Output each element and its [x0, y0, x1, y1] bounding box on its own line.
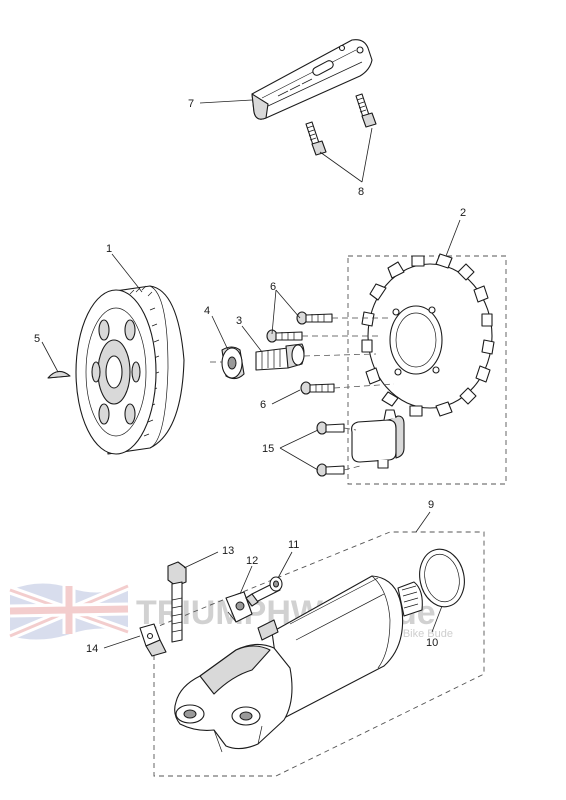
part-9-starter-motor [174, 575, 423, 753]
part-15-bolt-upper [316, 421, 345, 435]
callout-8: 8 [358, 186, 364, 198]
part-9-group-box [153, 531, 485, 777]
union-flag-logo [8, 581, 130, 641]
part-5-key [47, 370, 71, 379]
callout-12: 12 [246, 555, 258, 567]
callout-9: 9 [428, 499, 434, 511]
part-2-group-box [347, 255, 507, 485]
part-13-bolt [167, 561, 187, 643]
part-10-o-ring [419, 548, 465, 608]
part-6-bolt-bottom [300, 381, 335, 395]
part-14-bracket [139, 623, 167, 657]
part-2-stator [361, 253, 495, 417]
part-6-bolt-middle [266, 329, 303, 343]
part-15-pickup-sensor [351, 409, 405, 469]
part-11-nut [245, 576, 283, 607]
callouts: 7 8 2 1 6 4 3 5 6 15 9 10 11 12 13 14 [34, 98, 466, 655]
part-15-bolt-lower [316, 463, 345, 477]
callout-15: 15 [262, 443, 274, 455]
callout-3: 3 [236, 315, 242, 327]
part-8-bolt-left [305, 121, 327, 156]
callout-4: 4 [204, 305, 210, 317]
callout-1: 1 [106, 243, 112, 255]
part-1-rotor [75, 285, 185, 455]
part-6-bolt-top [296, 311, 333, 325]
callout-6-upper: 6 [270, 281, 276, 293]
part-7-cover [251, 39, 373, 120]
part-3-rotor-bolt [255, 343, 305, 371]
callout-11: 11 [288, 539, 299, 551]
callout-10: 10 [426, 637, 438, 649]
callout-13: 13 [222, 545, 234, 557]
callout-7: 7 [188, 98, 194, 110]
alignment-lines [210, 317, 395, 471]
leader-lines [41, 99, 461, 649]
callout-14: 14 [86, 643, 98, 655]
callout-2: 2 [460, 207, 466, 219]
callout-6-lower: 6 [260, 399, 266, 411]
part-4-washer [221, 346, 245, 380]
part-8-bolt-right [355, 93, 377, 128]
part-12-clip [225, 591, 253, 623]
callout-5: 5 [34, 333, 40, 345]
